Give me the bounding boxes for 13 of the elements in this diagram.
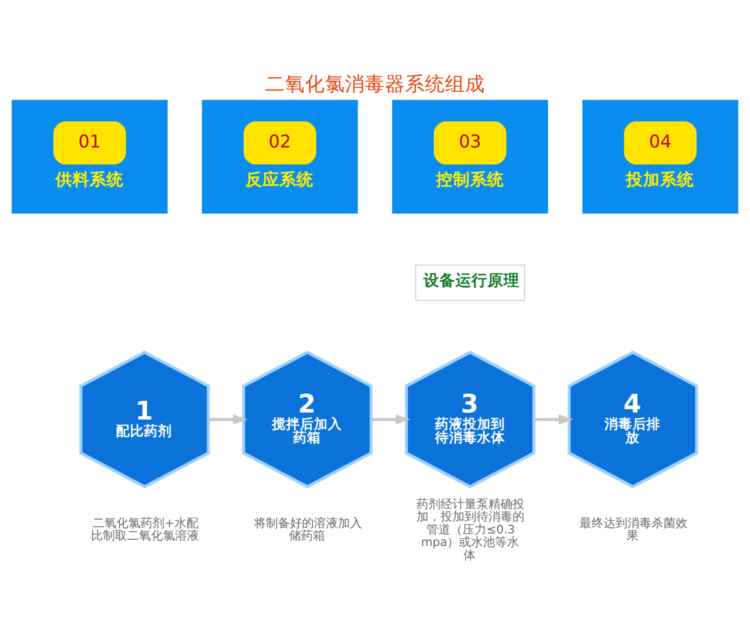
arrow (534, 414, 574, 425)
arrow (208, 414, 248, 425)
node-box: 02 反应系统 (202, 100, 358, 214)
label: 设备运行原理 (424, 270, 520, 290)
node-label: 药剂经计量泵精确投加，投加到待消毒的管道（压力≤0.3mpa）或水池等水体 (416, 496, 525, 562)
node-label: 二氧化氯药剂+水配比制取二氧化氯溶液 (91, 516, 200, 543)
arrow (371, 414, 410, 425)
diagram-title: 二氧化氯消毒器系统组成 (265, 72, 485, 96)
node-box: 03 控制系统 (392, 100, 548, 214)
node-label: 将制备好的溶液加入储药箱 (254, 516, 362, 543)
node-box: 04 投加系统 (582, 100, 738, 214)
node-box: 01 供料系统 (12, 100, 168, 214)
node-label: 最终达到消毒杀菌效果 (579, 516, 688, 543)
